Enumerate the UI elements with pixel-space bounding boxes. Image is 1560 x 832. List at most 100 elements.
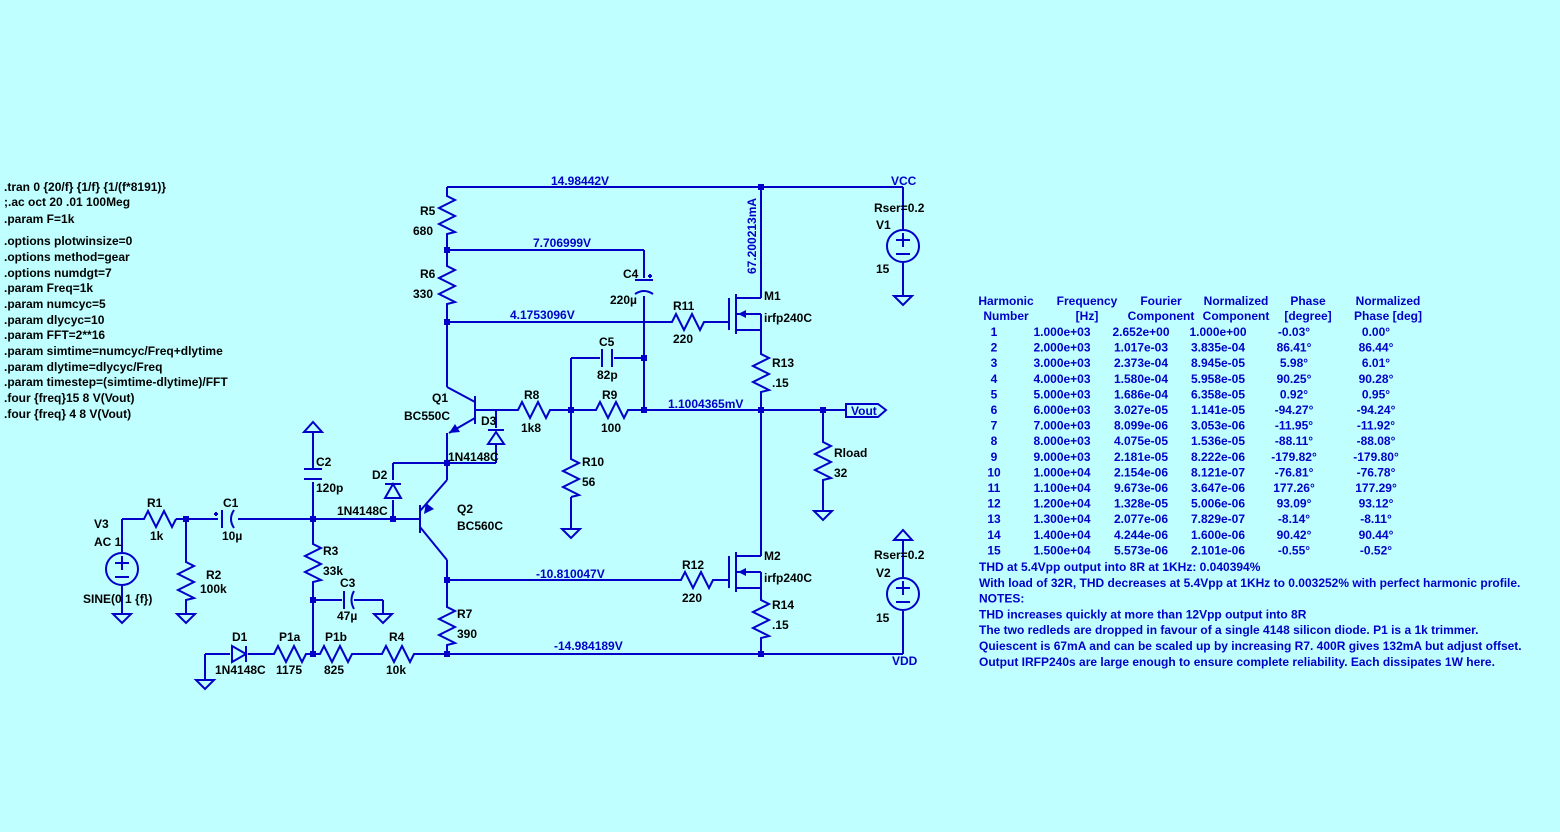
resistor-r8[interactable] xyxy=(514,399,552,421)
label-c3: C3 xyxy=(340,576,356,590)
label-c5: C5 xyxy=(599,335,615,349)
voltage-m2-gate: -10.810047V xyxy=(536,567,605,581)
table-cell: 1.300e+04 xyxy=(1033,512,1090,526)
resistor-r1[interactable] xyxy=(140,508,177,530)
value-v3: AC 1 xyxy=(94,535,122,549)
table-cell: 1.686e-04 xyxy=(1114,387,1168,401)
voltage-vout: 1.1004365mV xyxy=(668,397,743,411)
resistor-rload[interactable] xyxy=(812,438,834,482)
mosfet-m2[interactable] xyxy=(728,540,762,592)
table-cell: 8.945e-05 xyxy=(1191,356,1245,370)
table-cell: 9.000e+03 xyxy=(1033,450,1090,464)
value-d2: 1N4148C xyxy=(337,504,388,518)
resistor-r4[interactable] xyxy=(378,643,416,665)
note-line: THD increases quickly at more than 12Vpp… xyxy=(979,607,1307,621)
voltage-source-v3[interactable] xyxy=(105,552,139,586)
resistor-r10[interactable] xyxy=(560,455,582,498)
label-p1a: P1a xyxy=(279,630,301,644)
label-r11: R11 xyxy=(673,299,695,313)
capacitor-c1[interactable] xyxy=(214,509,235,529)
table-cell: 1.600e-06 xyxy=(1191,528,1245,542)
table-header-cell: Frequency xyxy=(1057,294,1118,308)
table-cell: 5.958e-05 xyxy=(1191,372,1245,386)
resistor-r3[interactable] xyxy=(302,540,324,584)
value-r11: 220 xyxy=(673,332,693,346)
transistor-q2[interactable] xyxy=(419,479,448,561)
value-r9: 100 xyxy=(601,421,621,435)
table-header-cell: Phase xyxy=(1290,294,1326,308)
resistor-p1a[interactable] xyxy=(270,643,313,665)
value-r14: .15 xyxy=(772,618,789,632)
value-m1: irfp240C xyxy=(764,311,812,325)
value-c3: 47µ xyxy=(337,609,357,623)
mosfet-m1[interactable] xyxy=(728,294,762,334)
table-cell: 5.98° xyxy=(1280,356,1308,370)
diode-d1[interactable] xyxy=(231,644,249,664)
directive-line: .options numdgt=7 xyxy=(4,266,112,280)
table-cell: -0.03° xyxy=(1278,325,1310,339)
table-cell: 2.077e-06 xyxy=(1114,512,1168,526)
resistor-r6[interactable] xyxy=(436,262,458,306)
value-r7: 390 xyxy=(457,627,477,641)
resistor-r9[interactable] xyxy=(592,399,630,421)
table-cell: 6.01° xyxy=(1362,356,1390,370)
table-cell: -11.92° xyxy=(1357,419,1395,433)
voltage-vdd-rail: -14.984189V xyxy=(554,639,623,653)
label-r2: R2 xyxy=(206,568,222,582)
table-cell: 7 xyxy=(991,419,998,433)
notes-block[interactable]: THD at 5.4Vpp output into 8R at 1KHz: 0.… xyxy=(979,560,1522,669)
table-cell: 86.41° xyxy=(1277,341,1312,355)
resistor-r11[interactable] xyxy=(668,311,706,333)
table-cell: 8 xyxy=(991,434,998,448)
table-cell: 15 xyxy=(987,543,1001,557)
resistor-r5[interactable] xyxy=(436,192,458,238)
table-cell: 9 xyxy=(991,450,998,464)
value-p1b: 825 xyxy=(324,663,344,677)
resistor-r7[interactable] xyxy=(436,603,458,647)
vout-flag[interactable] xyxy=(845,403,888,418)
label-m1: M1 xyxy=(764,289,781,303)
table-header-cell: [Hz] xyxy=(1076,309,1099,323)
capacitor-c3[interactable] xyxy=(343,590,355,610)
table-header-cell: [degree] xyxy=(1284,309,1331,323)
capacitor-c5[interactable] xyxy=(601,349,613,367)
table-cell: 0.92° xyxy=(1280,387,1308,401)
table-cell: 4.075e-05 xyxy=(1114,434,1168,448)
diode-d3[interactable] xyxy=(486,429,506,445)
transistor-q1[interactable] xyxy=(446,386,476,434)
table-cell: 5.573e-06 xyxy=(1114,543,1168,557)
label-r13: R13 xyxy=(772,356,794,370)
table-cell: 1.580e-04 xyxy=(1114,372,1168,386)
table-cell: 1.328e-05 xyxy=(1114,497,1168,511)
label-d3: D3 xyxy=(481,414,497,428)
resistor-r13[interactable] xyxy=(750,350,772,394)
rser-v2: Rser=0.2 xyxy=(874,548,925,562)
value-m2: irfp240C xyxy=(764,571,812,585)
resistor-r2[interactable] xyxy=(175,558,197,602)
table-cell: 9.673e-06 xyxy=(1114,481,1168,495)
value-r5: 680 xyxy=(413,224,433,238)
resistor-p1b[interactable] xyxy=(313,643,354,665)
capacitor-c2[interactable] xyxy=(304,468,322,480)
table-cell: 8.121e-07 xyxy=(1191,465,1245,479)
table-cell: 1.536e-05 xyxy=(1191,434,1245,448)
value-r13: .15 xyxy=(772,376,789,390)
diode-d2[interactable] xyxy=(383,481,403,499)
table-header-cell: Fourier xyxy=(1140,294,1182,308)
resistor-r14[interactable] xyxy=(750,596,772,640)
value-r12: 220 xyxy=(682,591,702,605)
capacitor-c4[interactable] xyxy=(634,274,654,295)
table-cell: -94.27° xyxy=(1275,403,1314,417)
voltage-source-v2[interactable] xyxy=(886,577,920,611)
label-r9: R9 xyxy=(602,388,618,402)
voltage-source-v1[interactable] xyxy=(886,229,920,263)
spice-directives[interactable]: .tran 0 {20/f} {1/f} {1/(f*8191)};.ac oc… xyxy=(4,180,228,421)
table-cell: 90.25° xyxy=(1277,372,1312,386)
label-r10: R10 xyxy=(582,455,604,469)
note-line: Output IRFP240s are large enough to ensu… xyxy=(979,655,1495,669)
label-r14: R14 xyxy=(772,598,794,612)
table-cell: -88.11° xyxy=(1275,434,1313,448)
net-vcc: VCC xyxy=(891,174,917,188)
resistor-r12[interactable] xyxy=(677,569,715,591)
